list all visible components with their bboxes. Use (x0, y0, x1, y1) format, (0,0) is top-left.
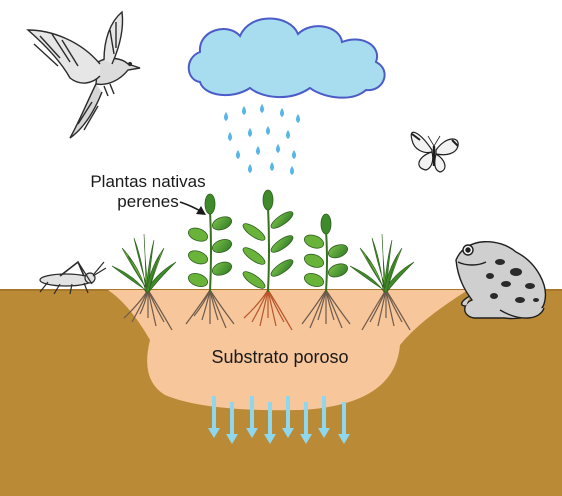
porous-substrate (108, 290, 468, 411)
plant-icon (111, 233, 177, 293)
infiltration-arrows (208, 396, 350, 444)
plant-roots (123, 289, 411, 331)
plant-icon (349, 233, 415, 293)
root-system (123, 289, 173, 331)
rain-drop (256, 146, 260, 155)
rain-icon (224, 104, 300, 175)
rain-drop (248, 164, 252, 173)
rain-drop (292, 150, 296, 159)
root-system (243, 289, 293, 331)
root-system (361, 289, 411, 331)
cloud-icon (187, 17, 386, 99)
plants-label-line-2: perenes (117, 192, 179, 211)
infiltration-arrow-icon (264, 402, 276, 444)
infiltration-arrow-icon (318, 396, 330, 438)
rain-drop (266, 126, 270, 135)
rain-drop (280, 108, 284, 117)
native-perennial-plants (111, 189, 415, 293)
infiltration-arrow-icon (282, 396, 294, 438)
root-system (185, 289, 235, 329)
rain-drop (286, 130, 290, 139)
infiltration-arrow-icon (338, 402, 350, 444)
rain-drop (236, 150, 240, 159)
plants-label: Plantas nativas perenes (58, 172, 238, 212)
rain-drop (224, 112, 228, 121)
grasshopper-icon (39, 260, 107, 295)
infiltration-arrow-icon (246, 396, 258, 438)
rain-drop (276, 144, 280, 153)
frog-icon (455, 241, 546, 320)
plant-icon (187, 193, 233, 293)
infiltration-arrow-icon (226, 402, 238, 444)
rain-drop (248, 128, 252, 137)
rain-drop (290, 166, 294, 175)
butterfly-icon (410, 131, 459, 173)
root-system (301, 289, 351, 329)
infiltration-arrow-icon (208, 396, 220, 438)
rain-drop (260, 104, 264, 113)
plant-icon (303, 213, 349, 293)
bird-icon (26, 10, 141, 139)
infiltration-arrow-icon (300, 402, 312, 444)
rain-drop (270, 162, 274, 171)
rain-drop (242, 106, 246, 115)
rain-drop (228, 132, 232, 141)
label-pointer-arrow (179, 201, 206, 215)
rain-drop (296, 114, 300, 123)
plants-label-line-1: Plantas nativas (90, 172, 206, 191)
substrate-label: Substrato poroso (211, 347, 349, 367)
plant-icon (242, 189, 294, 293)
